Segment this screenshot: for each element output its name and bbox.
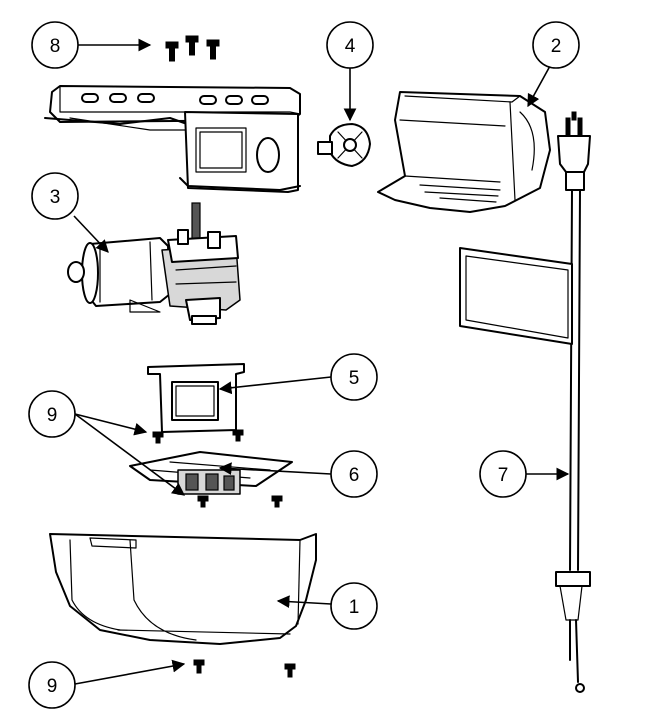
callout-7-label: 7 [498, 465, 509, 486]
callout-6: 6 [330, 450, 378, 498]
callout-5-label: 5 [349, 368, 360, 389]
part-8-screws [165, 35, 220, 62]
callout-8: 8 [31, 21, 79, 69]
callout-9-top: 9 [28, 390, 76, 438]
part-2-cover [377, 91, 551, 213]
callout-4: 4 [326, 21, 374, 69]
part-7-power-cord [459, 111, 591, 693]
part-9-screws-bottom [193, 659, 296, 678]
callout-9-bottom: 9 [28, 661, 76, 709]
callout-3: 3 [31, 172, 79, 220]
callout-1-label: 1 [349, 597, 360, 618]
callout-4-label: 4 [345, 36, 356, 57]
callout-2: 2 [532, 21, 580, 69]
callout-9-bottom-label: 9 [47, 676, 58, 697]
part-9-screws-middle [152, 429, 283, 508]
callout-3-label: 3 [50, 187, 61, 208]
callout-7: 7 [479, 450, 527, 498]
mounting-bracket [44, 85, 301, 193]
part-4-connector [317, 123, 371, 167]
part-3-motor [67, 202, 241, 325]
callout-6-label: 6 [349, 465, 360, 486]
part-1-lower-housing [49, 533, 317, 645]
part-5-plate [147, 363, 245, 433]
leader-lines [73, 38, 570, 685]
callout-9-top-label: 9 [47, 405, 58, 426]
callout-2-label: 2 [551, 36, 562, 57]
callout-8-label: 8 [50, 36, 61, 57]
callout-5: 5 [330, 353, 378, 401]
callout-1: 1 [330, 582, 378, 630]
